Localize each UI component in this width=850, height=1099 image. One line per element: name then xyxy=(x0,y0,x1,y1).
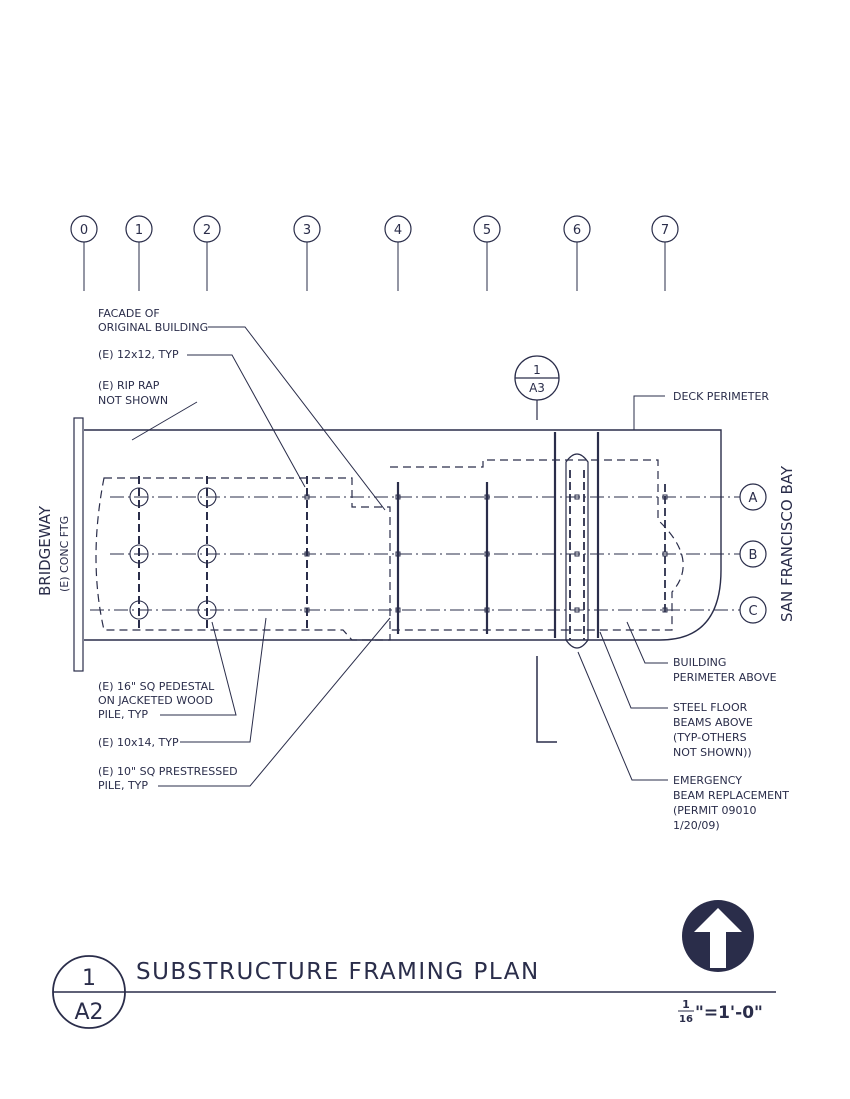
grid-bubble-B: B xyxy=(739,540,767,568)
svg-text:BEAMS ABOVE: BEAMS ABOVE xyxy=(673,716,753,729)
svg-text:7: 7 xyxy=(661,223,669,238)
svg-text:0: 0 xyxy=(80,223,88,238)
section-reference: 1 A3 xyxy=(514,355,560,420)
svg-text:A2: A2 xyxy=(74,1000,103,1025)
beams-replacement xyxy=(569,470,666,640)
svg-text:(E) 12x12, TYP: (E) 12x12, TYP xyxy=(98,348,179,361)
note-deck-perimeter: DECK PERIMETER xyxy=(633,390,769,430)
grid-bubble-5: 5 xyxy=(473,215,501,243)
note-pedestal: (E) 16" SQ PEDESTAL ON JACKETED WOOD PIL… xyxy=(98,621,237,721)
svg-text:1: 1 xyxy=(533,363,541,377)
street-name: BRIDGEWAY xyxy=(36,505,54,596)
grid-row-bubbles: A B C xyxy=(739,483,767,624)
svg-text:A3: A3 xyxy=(529,381,545,395)
grid-column-stubs xyxy=(83,242,666,291)
svg-text:PILE, TYP: PILE, TYP xyxy=(98,779,148,792)
svg-text:FACADE OF: FACADE OF xyxy=(98,307,160,320)
svg-text:B: B xyxy=(749,548,758,563)
svg-text:1: 1 xyxy=(82,966,96,991)
grid-bubble-3: 3 xyxy=(293,215,321,243)
svg-text:DECK PERIMETER: DECK PERIMETER xyxy=(673,390,769,403)
emergency-beam-outline xyxy=(565,453,589,649)
svg-text:1: 1 xyxy=(135,223,143,238)
grid-column-bubbles: 0 1 2 3 4 5 6 7 xyxy=(70,215,679,243)
grid-bubble-7: 7 xyxy=(651,215,679,243)
north-arrow-icon xyxy=(682,900,754,972)
svg-text:16: 16 xyxy=(679,1014,693,1025)
svg-text:2: 2 xyxy=(203,223,211,238)
note-rip-rap: (E) RIP RAP NOT SHOWN xyxy=(98,379,198,441)
svg-text:"=1'-0": "=1'-0" xyxy=(695,1003,763,1023)
svg-text:4: 4 xyxy=(394,223,402,238)
svg-text:(E) 10" SQ PRESTRESSED: (E) 10" SQ PRESTRESSED xyxy=(98,765,238,778)
row-centerlines xyxy=(90,496,740,611)
grid-bubble-4: 4 xyxy=(384,215,412,243)
pile-pedestals xyxy=(129,487,217,620)
grid-bubble-A: A xyxy=(739,483,767,511)
svg-text:1: 1 xyxy=(682,998,690,1011)
svg-text:A: A xyxy=(749,491,758,506)
svg-text:ON JACKETED WOOD: ON JACKETED WOOD xyxy=(98,694,213,707)
svg-text:PILE, TYP: PILE, TYP xyxy=(98,708,148,721)
svg-text:6: 6 xyxy=(573,223,581,238)
grid-bubble-C: C xyxy=(739,596,767,624)
grid-bubble-0: 0 xyxy=(70,215,98,243)
deck-perimeter xyxy=(84,429,722,641)
title-block: 1 A2 SUBSTRUCTURE FRAMING PLAN xyxy=(52,955,776,1029)
scale-note: 1 16 "=1'-0" xyxy=(678,998,763,1025)
section-cut-line xyxy=(536,656,557,743)
svg-text:EMERGENCY: EMERGENCY xyxy=(673,774,742,787)
building-perimeter-right xyxy=(390,459,684,631)
grid-bubble-2: 2 xyxy=(193,215,221,243)
note-emergency: EMERGENCY BEAM REPLACEMENT (PERMIT 09010… xyxy=(577,651,789,832)
note-building-perimeter: BUILDING PERIMETER ABOVE xyxy=(626,621,777,684)
svg-text:NOT SHOWN)): NOT SHOWN)) xyxy=(673,746,752,759)
svg-text:BEAM REPLACEMENT: BEAM REPLACEMENT xyxy=(673,789,789,802)
bay-label: SAN FRANCISCO BAY xyxy=(778,465,796,622)
svg-text:(E) 16" SQ PEDESTAL: (E) 16" SQ PEDESTAL xyxy=(98,680,215,693)
svg-text:1/20/09): 1/20/09) xyxy=(673,819,720,832)
svg-text:BUILDING: BUILDING xyxy=(673,656,726,669)
svg-text:STEEL FLOOR: STEEL FLOOR xyxy=(673,701,748,714)
svg-text:(PERMIT 09010: (PERMIT 09010 xyxy=(673,804,756,817)
svg-text:3: 3 xyxy=(303,223,311,238)
note-beam-10x14: (E) 10x14, TYP xyxy=(98,617,267,749)
svg-text:ORIGINAL BUILDING: ORIGINAL BUILDING xyxy=(98,321,208,334)
svg-text:(E) 10x14, TYP: (E) 10x14, TYP xyxy=(98,736,179,749)
beams-dashed xyxy=(138,476,308,628)
beams-solid xyxy=(396,432,600,638)
note-prestressed: (E) 10" SQ PRESTRESSED PILE, TYP xyxy=(98,617,391,792)
svg-text:5: 5 xyxy=(483,223,491,238)
svg-text:NOT SHOWN: NOT SHOWN xyxy=(98,394,168,407)
svg-text:(E) RIP RAP: (E) RIP RAP xyxy=(98,379,160,392)
grid-bubble-6: 6 xyxy=(563,215,591,243)
svg-text:C: C xyxy=(748,604,757,619)
prestressed-piles xyxy=(304,494,668,613)
footing-label: (E) CONC FTG xyxy=(58,516,71,592)
grid-bubble-1: 1 xyxy=(125,215,153,243)
note-facade: FACADE OF ORIGINAL BUILDING xyxy=(98,307,386,511)
building-perimeter-left xyxy=(95,477,391,641)
svg-text:(TYP-OTHERS: (TYP-OTHERS xyxy=(673,731,747,744)
svg-text:PERIMETER ABOVE: PERIMETER ABOVE xyxy=(673,671,777,684)
note-post-12x12: (E) 12x12, TYP xyxy=(98,348,306,488)
svg-text:SUBSTRUCTURE FRAMING PLAN: SUBSTRUCTURE FRAMING PLAN xyxy=(136,959,540,985)
note-steel-beams: STEEL FLOOR BEAMS ABOVE (TYP-OTHERS NOT … xyxy=(599,631,753,759)
concrete-footing xyxy=(73,417,84,672)
